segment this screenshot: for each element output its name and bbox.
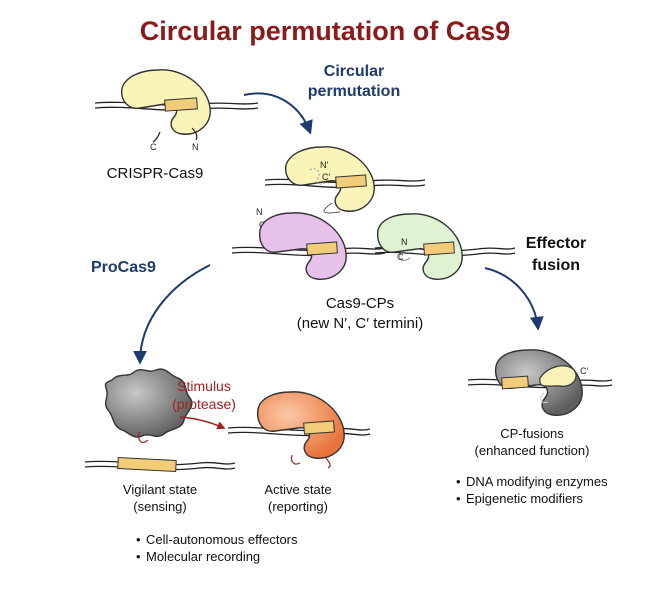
left-bullet-item: Molecular recording (146, 549, 260, 564)
effector-fusion-arrow (484, 267, 544, 331)
vigilant-state-label-2: (sensing) (133, 499, 186, 514)
effector-fusion-label-1: Effector (526, 235, 586, 252)
crispr-cas9-label: CRISPR-Cas9 (107, 165, 204, 182)
procas9-arrow (133, 264, 211, 365)
stimulus-label-2: (protease) (172, 396, 236, 412)
permuted-cas9-yellow (264, 146, 426, 214)
circular-permutation-arrow (243, 92, 313, 135)
vigilant-dna (84, 456, 236, 473)
crispr-cas9-protein (94, 69, 259, 143)
cp-fusions-label-2: (enhanced function) (475, 443, 590, 458)
n-terminus-purple: N (256, 207, 263, 217)
procas9-label: ProCas9 (91, 259, 156, 276)
right-bullet-dot: • (456, 491, 461, 506)
cas9-cp-purple (231, 212, 386, 280)
right-bullet-item: Epigenetic modifiers (466, 491, 584, 506)
effector-fusion-label-2: fusion (532, 257, 580, 274)
cas9-cps-label-2: (new N′, C′ termini) (297, 315, 423, 332)
c-terminus-green: C (397, 252, 404, 262)
right-bullet-item: DNA modifying enzymes (466, 474, 608, 489)
left-bullet-dot: • (136, 549, 141, 564)
c-prime-terminus-fusion: C′ (580, 366, 588, 376)
circular-permutation-label-1: Circular (324, 63, 384, 80)
left-bullet-dot: • (136, 532, 141, 547)
n-terminus-label: N (192, 142, 199, 152)
n-terminus-green: N (401, 237, 408, 247)
active-state-protein (227, 391, 371, 469)
c-terminus-label: C (150, 142, 157, 152)
stimulus-arrow (179, 416, 226, 430)
cp-fusion-protein (467, 349, 613, 416)
c-prime-terminus-yellow: C′ (322, 172, 330, 182)
stimulus-label-1: Stimulus (177, 378, 231, 394)
right-bullet-dot: • (456, 474, 461, 489)
vigilant-state-label-1: Vigilant state (123, 482, 197, 497)
vigilant-state-protein (104, 368, 193, 444)
page-title: Circular permutation of Cas9 (140, 16, 511, 46)
cas9-cps-label-1: Cas9-CPs (326, 295, 394, 312)
right-bullet-list: • DNA modifying enzymes • Epigenetic mod… (456, 474, 608, 506)
active-state-label-1: Active state (264, 482, 331, 497)
cp-fusions-label-1: CP-fusions (500, 426, 564, 441)
left-bullet-item: Cell-autonomous effectors (146, 532, 298, 547)
n-prime-terminus-yellow: N′ (320, 160, 328, 170)
circular-permutation-label-2: permutation (308, 83, 400, 100)
active-state-label-2: (reporting) (268, 499, 328, 514)
cas9-cp-green (374, 213, 516, 280)
left-bullet-list: • Cell-autonomous effectors • Molecular … (136, 532, 298, 564)
